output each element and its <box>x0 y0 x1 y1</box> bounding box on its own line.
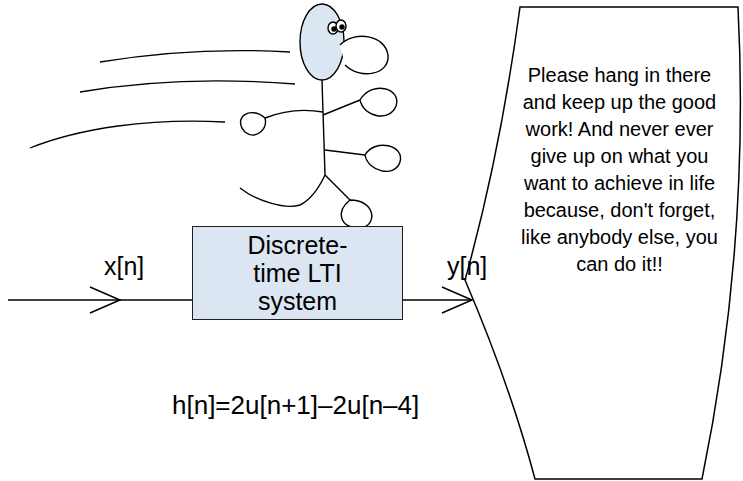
input-line <box>8 299 192 301</box>
figure-eye <box>336 20 346 32</box>
speed-lines <box>30 50 295 148</box>
figure-leg <box>325 175 350 200</box>
input-arrowhead <box>90 287 120 313</box>
figure-hand <box>241 113 266 135</box>
figure-leg <box>325 150 365 155</box>
figure-body <box>322 80 325 175</box>
speed-line <box>30 121 225 148</box>
stick-figure <box>240 4 401 228</box>
figure-pupil <box>332 27 336 31</box>
impulse-response-label: h[n]=2u[n+1]–2u[n–4] <box>172 390 419 421</box>
signal-label: y[n] <box>447 252 487 281</box>
speed-line <box>80 81 295 92</box>
figure-head <box>300 4 344 80</box>
bubble-text: Please hang in there and keep up the goo… <box>512 62 727 278</box>
figure-hand <box>360 88 397 116</box>
speed-line <box>100 50 290 62</box>
figure-leg <box>240 175 325 206</box>
bubble-outline-path <box>465 7 740 479</box>
figure-foot <box>365 145 401 171</box>
figure-arm <box>265 110 323 118</box>
figure-pupil <box>340 25 344 29</box>
figure-nose <box>340 36 388 73</box>
figure-foot <box>341 200 372 228</box>
signal-arrow <box>403 287 472 313</box>
box-label: Discrete-time LTI system <box>234 231 362 315</box>
process-box: Discrete-time LTI system <box>192 226 403 320</box>
signal-label: x[n] <box>104 252 144 281</box>
connector-line <box>403 299 472 301</box>
speech-bubble: Please hang in there and keep up the goo… <box>420 5 743 481</box>
arrowhead <box>442 287 472 313</box>
figure-arm <box>323 100 360 115</box>
